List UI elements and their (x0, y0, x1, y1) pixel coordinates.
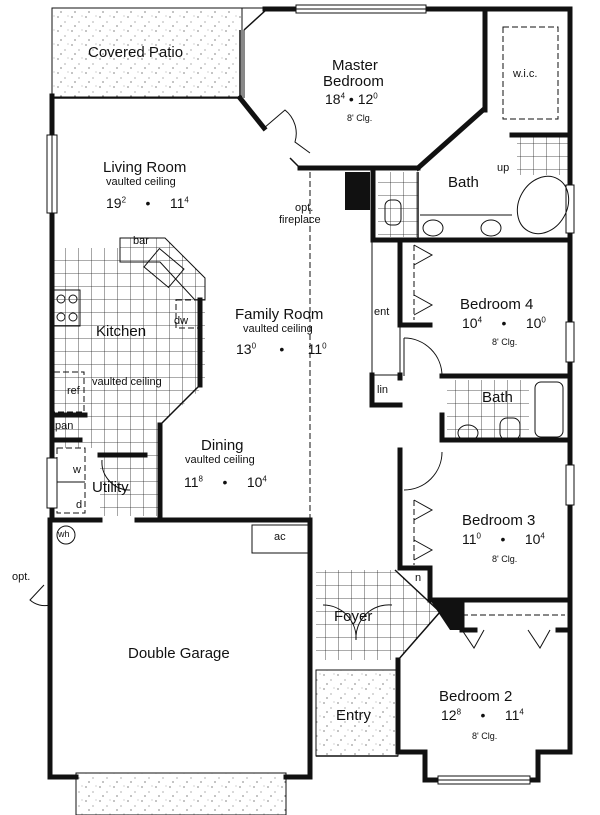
living-room-dimensions: 192 • 114 (106, 195, 189, 211)
stairs-up-label: up (497, 162, 510, 174)
kitchen-tile (54, 238, 205, 516)
dining-label: Dining (201, 437, 244, 454)
dining-dimensions: 118 • 104 (184, 474, 267, 490)
wc-tile (378, 172, 418, 237)
water-heater-symbol (56, 525, 76, 545)
master-bath-tile (517, 135, 569, 175)
covered-patio-area (51, 7, 243, 98)
water-heater-label: wh (58, 529, 70, 539)
bedroom-2-label: Bedroom 2 (439, 688, 513, 705)
foyer-tile (316, 570, 440, 660)
doors (29, 109, 551, 649)
wic-label: w.i.c. (513, 68, 538, 80)
entry-area (315, 669, 399, 757)
fireplace-label-1: opt. (295, 202, 314, 214)
family-room-label: Family Room (235, 306, 324, 323)
hall-bath-tile (447, 380, 529, 440)
bedroom-4-dimensions: 104 • 100 (462, 315, 546, 331)
double-garage-label: Double Garage (128, 645, 230, 662)
dishwasher-label: dw (174, 315, 189, 327)
dryer-label: d (76, 499, 83, 511)
bedroom-3-ceiling: 8' Clg. (492, 554, 518, 564)
bedroom-4-label: Bedroom 4 (460, 296, 534, 313)
kitchen-label: Kitchen (96, 323, 147, 340)
master-bedroom-label-2: Bedroom (323, 73, 384, 90)
bedroom-3-dimensions: 110 • 104 (462, 531, 545, 547)
optional-door-label: opt. (12, 571, 31, 583)
bedroom-4-ceiling: 8' Clg. (492, 337, 518, 347)
linen-closet-label: lin (377, 384, 389, 396)
living-room-ceiling: vaulted ceiling (106, 176, 176, 188)
interior-walls (51, 6, 573, 661)
pantry-label: pan (55, 420, 74, 432)
covered-patio-label: Covered Patio (88, 44, 184, 61)
living-room-label: Living Room (103, 159, 187, 176)
utility-label: Utility (92, 479, 129, 496)
washer-label: w (73, 464, 81, 476)
bar-label: bar (133, 235, 149, 247)
foyer-label: Foyer (334, 608, 373, 625)
refrigerator-label: ref (67, 385, 80, 397)
hall-bath-label: Bath (482, 389, 513, 406)
windows (46, 4, 575, 785)
ac-label: ac (274, 531, 286, 543)
kitchen-ceiling: vaulted ceiling (92, 376, 162, 388)
bedroom-3-label: Bedroom 3 (462, 512, 536, 529)
dining-ceiling: vaulted ceiling (185, 454, 255, 466)
bedroom-2-dimensions: 128 • 114 (441, 707, 524, 723)
fireplace-label-2: fireplace (279, 214, 321, 226)
master-bath-label: Bath (448, 174, 479, 191)
family-room-ceiling: vaulted ceiling (243, 323, 313, 335)
niche-label: n (415, 572, 422, 584)
family-room-dimensions: 130 • 110 (236, 341, 327, 357)
entry-label: Entry (336, 707, 372, 724)
master-bedroom-label-1: Master (332, 57, 378, 74)
entertainment-center-label: ent (374, 306, 390, 318)
master-bedroom-dimensions: 184 • 120 (325, 91, 378, 107)
garage-apron (75, 772, 287, 815)
bedroom-2-ceiling: 8' Clg. (472, 731, 498, 741)
master-bedroom-ceiling: 8' Clg. (347, 113, 373, 123)
